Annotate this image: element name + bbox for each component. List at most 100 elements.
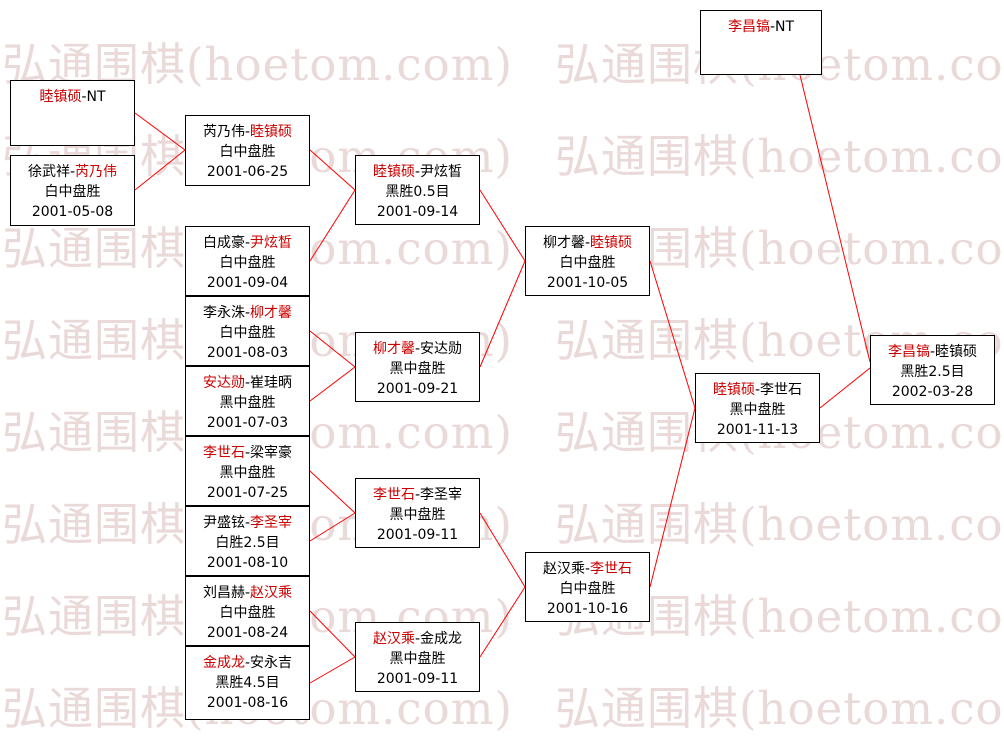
match-players: 柳才馨-安达勋 <box>356 339 479 359</box>
match-players: 赵汉乘-李世石 <box>526 559 649 579</box>
match-date: 2002-03-28 <box>891 384 974 400</box>
match-players: 李世石-李圣宰 <box>356 485 479 505</box>
player-name: -崔珪昞 <box>244 375 293 391</box>
winner-name: 李昌镐 <box>727 19 770 35</box>
match-players: 李昌镐-睦镇硕 <box>871 342 994 362</box>
match-date: 2001-07-25 <box>206 485 289 501</box>
match-box: 金成龙-安永吉 黑胜4.5目 2001-08-16 <box>185 646 310 720</box>
match-result: 黑中盘胜 <box>389 651 446 667</box>
match-result: 白中盘胜 <box>219 255 276 271</box>
winner-name: 安达勋 <box>202 375 245 391</box>
match-box: 徐武祥-芮乃伟 白中盘胜 2001-05-08 <box>10 155 135 226</box>
match-date: 2001-09-21 <box>376 381 459 397</box>
match-result: 黑中盘胜 <box>729 402 786 418</box>
match-box: 赵汉乘-李世石 白中盘胜 2001-10-16 <box>525 552 650 622</box>
watermark-row: 弘通围棋(hoetom.com)弘通围棋(hoetom.com) <box>2 212 1004 277</box>
match-box: 睦镇硕-尹炫皙 黑胜0.5目 2001-09-14 <box>355 155 480 225</box>
player-name: 白成豪- <box>202 235 251 251</box>
match-box: 柳才馨-睦镇硕 白中盘胜 2001-10-05 <box>525 226 650 296</box>
match-players: 赵汉乘-金成龙 <box>356 629 479 649</box>
match-result: 黑中盘胜 <box>219 395 276 411</box>
match-box: 李世石-李圣宰 黑中盘胜 2001-09-11 <box>355 478 480 548</box>
winner-name: 睦镇硕 <box>712 382 755 398</box>
match-box: 李昌镐-睦镇硕 黑胜2.5目 2002-03-28 <box>870 335 995 405</box>
player-name: -睦镇硕 <box>929 344 978 360</box>
match-date: 2001-10-05 <box>546 275 629 291</box>
player-name: -安永吉 <box>244 655 293 671</box>
match-box: 李永洙-柳才馨 白中盘胜 2001-08-03 <box>185 296 310 366</box>
player-name: 尹盛铉- <box>202 515 251 531</box>
winner-name: 赵汉乘 <box>372 631 415 647</box>
match-box: 尹盛铉-李圣宰 白胜2.5目 2001-08-10 <box>185 506 310 576</box>
winner-name: 睦镇硕 <box>372 164 415 180</box>
match-date: 2001-08-16 <box>206 695 289 711</box>
match-date: 2001-11-13 <box>716 422 799 438</box>
watermark-row: 弘通围棋(hoetom.com)弘通围棋(hoetom.com) <box>2 580 1004 645</box>
winner-name: 尹炫皙 <box>250 235 293 251</box>
match-date: 2001-10-16 <box>546 601 629 617</box>
match-result: 白中盘胜 <box>219 605 276 621</box>
player-name: 李永洙- <box>202 305 251 321</box>
watermark-row: 弘通围棋(hoetom.com)弘通围棋(hoetom.com) <box>2 672 1004 737</box>
winner-name: 李世石 <box>372 487 415 503</box>
match-result: 白胜2.5目 <box>215 535 280 551</box>
match-result <box>701 37 821 57</box>
match-players: 徐武祥-芮乃伟 <box>11 162 134 182</box>
match-players: 睦镇硕-尹炫皙 <box>356 162 479 182</box>
watermark-row: 弘通围棋(hoetom.com)弘通围棋(hoetom.com) <box>2 28 1004 93</box>
winner-name: 睦镇硕 <box>250 124 293 140</box>
player-name: -尹炫皙 <box>414 164 463 180</box>
match-players: 睦镇硕-李世石 <box>696 380 819 400</box>
player-name: 芮乃伟- <box>202 124 251 140</box>
match-box: 白成豪-尹炫皙 白中盘胜 2001-09-04 <box>185 226 310 296</box>
match-players: 柳才馨-睦镇硕 <box>526 233 649 253</box>
player-name: -金成龙 <box>414 631 463 647</box>
player-name: -李世石 <box>754 382 803 398</box>
player-name: -安达勋 <box>414 341 463 357</box>
match-date: 2001-08-10 <box>206 555 289 571</box>
watermark-row: 弘通围棋(hoetom.com)弘通围棋(hoetom.com) <box>2 488 1004 553</box>
match-box: 睦镇硕-NT <box>10 80 135 146</box>
match-box: 李昌镐-NT <box>700 10 822 75</box>
match-date: 2001-07-03 <box>206 415 289 431</box>
match-players: 安达勋-崔珪昞 <box>186 373 309 393</box>
winner-name: 赵汉乘 <box>250 585 293 601</box>
match-date: 2001-09-04 <box>206 275 289 291</box>
player-name: -NT <box>81 89 106 105</box>
match-box: 刘昌赫-赵汉乘 白中盘胜 2001-08-24 <box>185 576 310 646</box>
watermark-row: 弘通围棋(hoetom.com)弘通围棋(hoetom.com) <box>2 304 1004 369</box>
match-result: 黑中盘胜 <box>389 507 446 523</box>
match-date <box>701 57 821 77</box>
match-date: 2001-08-03 <box>206 345 289 361</box>
match-date: 2001-06-25 <box>206 164 289 180</box>
match-result: 黑胜2.5目 <box>900 364 965 380</box>
match-result: 白中盘胜 <box>559 255 616 271</box>
player-name: 柳才馨- <box>542 235 591 251</box>
match-players: 李昌镐-NT <box>701 17 821 37</box>
winner-name: 李昌镐 <box>887 344 930 360</box>
match-players: 李永洙-柳才馨 <box>186 303 309 323</box>
match-players: 芮乃伟-睦镇硕 <box>186 122 309 142</box>
winner-name: 芮乃伟 <box>75 164 118 180</box>
match-result <box>11 107 134 127</box>
match-result: 黑胜4.5目 <box>215 675 280 691</box>
watermark-row: 弘通围棋(hoetom.com)弘通围棋(hoetom.com) <box>2 120 1004 185</box>
match-result: 黑胜0.5目 <box>385 184 450 200</box>
match-players: 睦镇硕-NT <box>11 87 134 107</box>
watermark-row: 弘通围棋(hoetom.com)弘通围棋(hoetom.com) <box>2 396 1004 461</box>
winner-name: 李世石 <box>590 561 633 577</box>
match-box: 柳才馨-安达勋 黑中盘胜 2001-09-21 <box>355 332 480 402</box>
watermark-text: 弘通围棋(hoetom.com) <box>554 682 1004 735</box>
match-date: 2001-09-11 <box>376 671 459 687</box>
match-players: 尹盛铉-李圣宰 <box>186 513 309 533</box>
match-result: 白中盘胜 <box>219 325 276 341</box>
winner-name: 李圣宰 <box>250 515 293 531</box>
match-date <box>11 127 134 147</box>
match-box: 睦镇硕-李世石 黑中盘胜 2001-11-13 <box>695 373 820 443</box>
player-name: 徐武祥- <box>27 164 76 180</box>
match-box: 李世石-梁宰豪 黑中盘胜 2001-07-25 <box>185 436 310 506</box>
match-box: 赵汉乘-金成龙 黑中盘胜 2001-09-11 <box>355 622 480 692</box>
match-date: 2001-08-24 <box>206 625 289 641</box>
winner-name: 柳才馨 <box>372 341 415 357</box>
player-name: -李圣宰 <box>414 487 463 503</box>
